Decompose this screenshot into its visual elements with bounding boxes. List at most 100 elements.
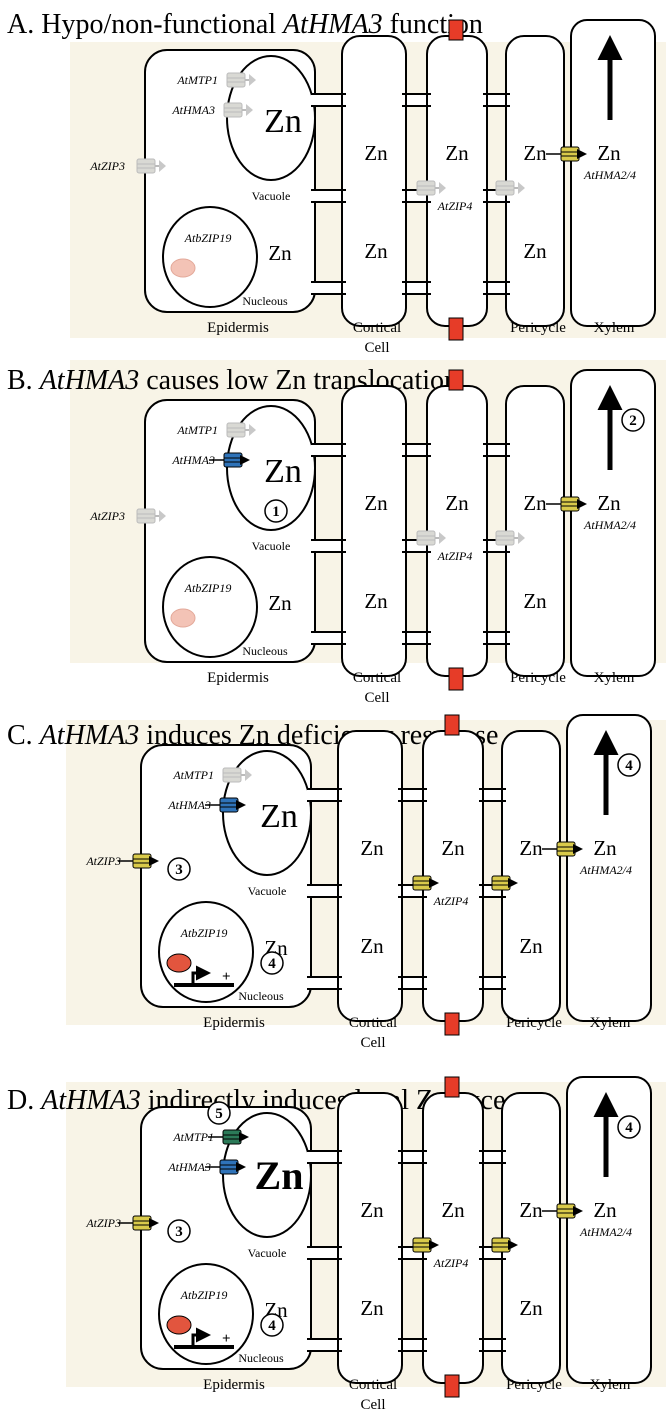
gene-label-zip4: AtZIP4	[437, 199, 473, 213]
xylem-label: Xylem	[594, 670, 635, 686]
transporter-hma24	[560, 496, 580, 512]
transporter-zip4-pericycle	[491, 875, 511, 891]
vacuole-label: Vacuole	[248, 884, 287, 898]
cortical-label: Cortical	[349, 1377, 397, 1393]
marker-epidermis	[260, 1313, 284, 1337]
gene-label-hma24: AtHMA2/4	[583, 518, 636, 532]
transporter-zip4-arrowhead	[439, 182, 446, 194]
transporter-hma24	[556, 1203, 576, 1219]
zn-xylem: Zn	[593, 836, 617, 860]
transporter-zip3	[136, 158, 156, 174]
pericycle-cell	[505, 385, 565, 677]
marker-epidermis-text: 4	[268, 956, 276, 972]
plasmodesma-gap	[307, 885, 342, 897]
gene-label-zip4: AtZIP4	[437, 549, 473, 563]
plasmodesma-gap	[479, 1339, 506, 1351]
transporter-mtp1	[222, 1129, 242, 1145]
gene-label-mtp1: AtMTP1	[172, 1130, 214, 1144]
transporter-zip4-pericycle-arrowhead	[518, 532, 525, 544]
title-suffix: causes low Zn translocation	[139, 365, 458, 396]
pericycle-label: Pericycle	[510, 320, 566, 336]
panel-title: B. AtHMA3 causes low Zn translocation	[7, 365, 458, 396]
zn-cortical-top: Zn	[364, 141, 388, 165]
epidermis-label: Epidermis	[207, 670, 269, 686]
plasmodesma-gap	[307, 789, 342, 801]
nucleus	[162, 206, 258, 308]
gene-label-mtp1: AtMTP1	[176, 423, 218, 437]
marker-xylem	[621, 408, 645, 432]
transporter-zip4	[416, 530, 436, 546]
transporter-hma3-arrowhead	[246, 104, 253, 116]
vacuole	[222, 750, 312, 876]
pericycle-label: Pericycle	[506, 1015, 562, 1031]
vacuole	[226, 405, 316, 531]
gene-label-hma24: AtHMA2/4	[579, 1225, 632, 1239]
cortical-cell	[337, 1092, 403, 1384]
cell-label: Cell	[361, 1035, 386, 1051]
nucleous-label: Nucleous	[238, 989, 284, 1003]
plasmodesma-gap	[398, 1151, 427, 1163]
zn-endodermis-top: Zn	[441, 836, 465, 860]
transcription-arrow	[191, 1327, 211, 1347]
bzip19-protein	[170, 258, 196, 278]
plasmodesma-gap	[483, 94, 510, 106]
transcription-arrow	[191, 965, 211, 985]
xylem-vessel	[566, 714, 652, 1022]
gene-label-zip4: AtZIP4	[433, 894, 469, 908]
marker-zip3-text: 3	[175, 862, 183, 878]
plus-sign: +	[222, 1331, 231, 1347]
vacuole-label: Vacuole	[248, 1246, 287, 1260]
xylem-label: Xylem	[590, 1377, 631, 1393]
marker-xylem	[617, 753, 641, 777]
zn-cortical-bottom: Zn	[364, 239, 388, 263]
panel-title: A. Hypo/non-functional AtHMA3 function	[7, 9, 483, 40]
title-gene: AtHMA3	[39, 1085, 141, 1116]
cortical-cell	[341, 385, 407, 677]
marker-xylem	[617, 1115, 641, 1139]
plasmodesma-gap	[307, 1151, 342, 1163]
endodermis-cell	[422, 730, 484, 1022]
plasmodesma-gap	[311, 632, 346, 644]
panel-a: A. Hypo/non-functional AtHMA3 functionZn…	[7, 9, 666, 356]
casparian-band-top	[444, 714, 460, 736]
title-prefix: D.	[7, 1085, 41, 1116]
panel-d: D. AtHMA3 indirectly induces local Zn ex…	[7, 1076, 666, 1413]
panel-b: B. AtHMA3 causes low Zn translocationZnZ…	[7, 360, 666, 706]
transporter-zip4-pericycle	[495, 530, 515, 546]
plasmodesma-gap	[483, 282, 510, 294]
plasmodesma-gap	[398, 977, 427, 989]
transporter-hma3	[223, 102, 243, 118]
gene-label-zip4: AtZIP4	[433, 1256, 469, 1270]
zn-xylem: Zn	[597, 141, 621, 165]
plasmodesma-gap	[311, 94, 346, 106]
gene-label-bzip19: AtbZIP19	[180, 1288, 228, 1302]
vacuole-label: Vacuole	[252, 539, 291, 553]
plasmodesma-gap	[479, 1151, 506, 1163]
transporter-mtp1	[226, 422, 246, 438]
zn-pericycle-bottom: Zn	[523, 239, 547, 263]
plasmodesma-gap	[311, 282, 346, 294]
marker-xylem-text: 2	[629, 413, 637, 429]
transporter-hma24	[556, 841, 576, 857]
casparian-band-bottom	[448, 317, 464, 341]
transporter-zip4	[412, 1237, 432, 1253]
transporter-mtp1	[222, 767, 242, 783]
casparian-band-bottom	[448, 667, 464, 691]
xylem-vessel	[570, 369, 656, 677]
gene-label-hma3: AtHMA3	[167, 1160, 211, 1174]
transporter-mtp1-arrowhead	[249, 424, 256, 436]
zn-pericycle-top: Zn	[523, 141, 547, 165]
gene-label-zip3: AtZIP3	[89, 509, 125, 523]
bzip19-protein	[166, 1315, 192, 1335]
plasmodesma-gap	[402, 94, 431, 106]
plasmodesma-gap	[483, 444, 510, 456]
marker-vacuole	[264, 499, 288, 523]
endodermis-cell	[426, 385, 488, 677]
plasmodesma-gap	[307, 1339, 342, 1351]
zn-endodermis-top: Zn	[441, 1198, 465, 1222]
casparian-band-top	[448, 19, 464, 41]
marker-mtp1-text: 5	[215, 1106, 223, 1122]
gene-label-mtp1: AtMTP1	[172, 768, 214, 782]
marker-zip3	[167, 1219, 191, 1243]
plasmodesma-gap	[402, 282, 431, 294]
